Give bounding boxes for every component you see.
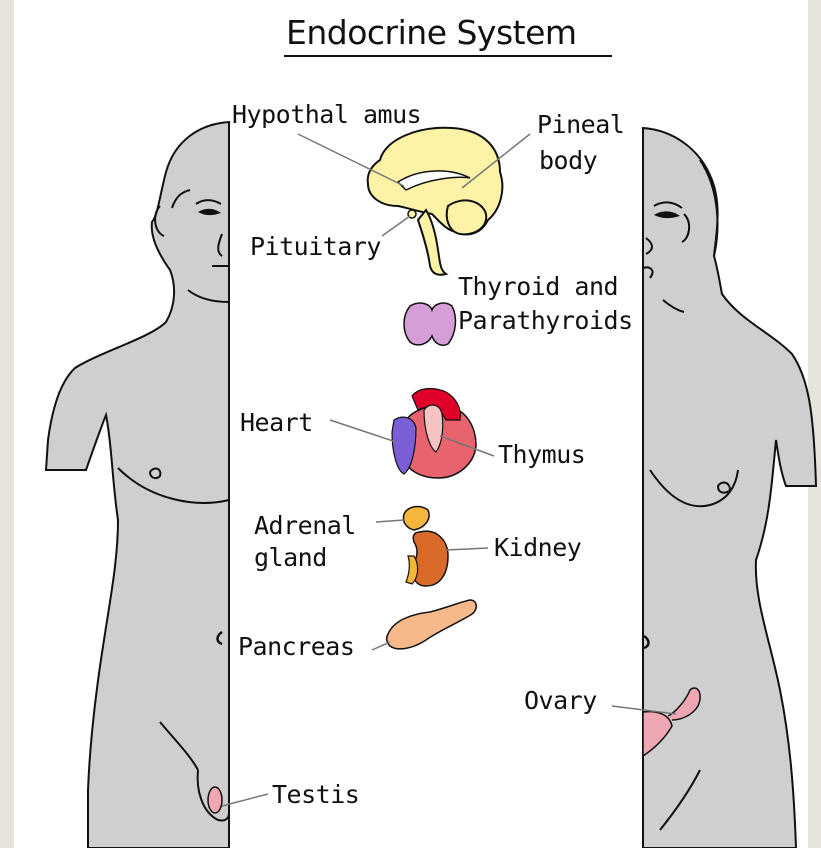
label-ovary: Ovary <box>524 686 597 716</box>
label-kidney: Kidney <box>494 533 581 563</box>
label-hypothalamus: Hypothal amus <box>232 100 421 130</box>
label-adrenal-line2: gland <box>254 543 327 573</box>
pancreas-organ <box>387 600 477 649</box>
leader-heart <box>330 420 396 442</box>
label-pineal-line1: Pineal <box>537 110 624 140</box>
label-thyroid-line1: Thyroid and <box>458 272 618 302</box>
cerebellum <box>447 200 486 234</box>
label-adrenal-line1: Adrenal <box>254 511 356 541</box>
kidney-organ <box>413 531 449 586</box>
male-body-silhouette <box>46 122 229 848</box>
label-thyroid-line2: Parathyroids <box>458 306 633 336</box>
label-pituitary: Pituitary <box>250 232 381 262</box>
label-heart: Heart <box>240 408 313 438</box>
title-underline <box>284 55 612 57</box>
diagram-title: Endocrine System <box>286 12 577 54</box>
leader-kidney <box>446 548 488 550</box>
adrenal-organ <box>403 507 429 530</box>
leader-pituitary <box>382 216 410 236</box>
label-testis: Testis <box>272 780 359 810</box>
label-pineal-line2: body <box>539 146 597 176</box>
leader-pancreas <box>372 642 390 650</box>
thyroid-organ <box>404 303 455 345</box>
label-pancreas: Pancreas <box>238 632 354 662</box>
leader-adrenal <box>376 520 404 522</box>
left-texture-strip <box>0 0 14 848</box>
testis-organ <box>208 787 222 813</box>
label-thymus: Thymus <box>498 440 585 470</box>
